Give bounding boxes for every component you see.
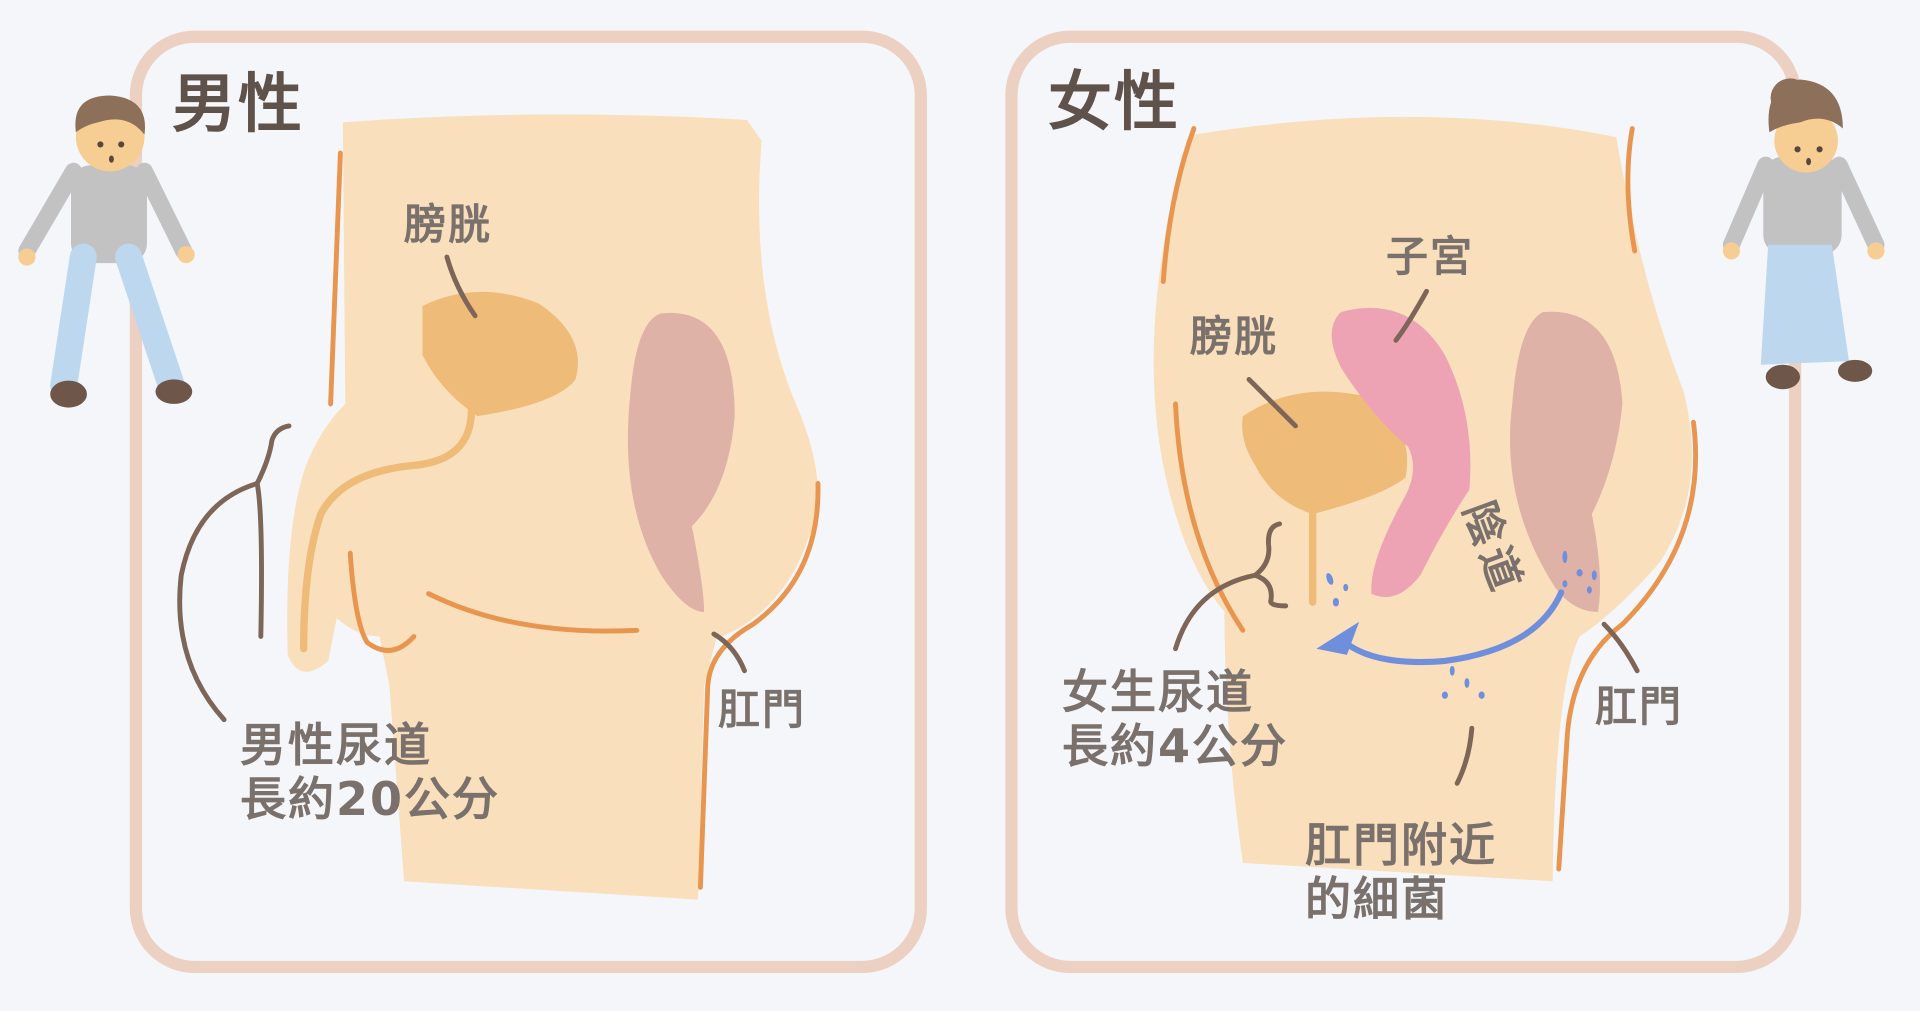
female-bladder-shape — [1242, 391, 1408, 515]
female-body-cross-section — [1153, 116, 1699, 882]
male-body-cross-section — [177, 114, 821, 900]
male-anus-label: 肛門 — [718, 685, 807, 734]
female-rectum-shape — [1510, 311, 1623, 612]
uterus-label: 子宮 — [1386, 232, 1475, 281]
male-urethra-length-label: 男性尿道 長約20公分 — [240, 718, 501, 827]
bacteria-dots — [1326, 550, 1597, 699]
bacteria-migration-arrow — [1337, 589, 1565, 666]
female-person-icon — [1722, 78, 1885, 390]
male-person-icon — [18, 95, 195, 408]
female-panel-title: 女性 — [1048, 66, 1180, 140]
male-rectum-shape — [627, 312, 735, 612]
male-urethra-tube — [300, 406, 476, 653]
female-bladder-label: 膀胱 — [1190, 312, 1279, 361]
female-urethra-length-label: 女生尿道 長約4公分 — [1062, 665, 1289, 774]
anal-bacteria-label: 肛門附近 的細菌 — [1305, 818, 1497, 927]
female-anus-label: 肛門 — [1595, 682, 1684, 731]
male-bladder-label: 膀胱 — [404, 200, 493, 249]
male-panel-title: 男性 — [172, 68, 304, 142]
uterus-shape — [1331, 307, 1471, 598]
male-bladder-shape — [422, 291, 578, 417]
